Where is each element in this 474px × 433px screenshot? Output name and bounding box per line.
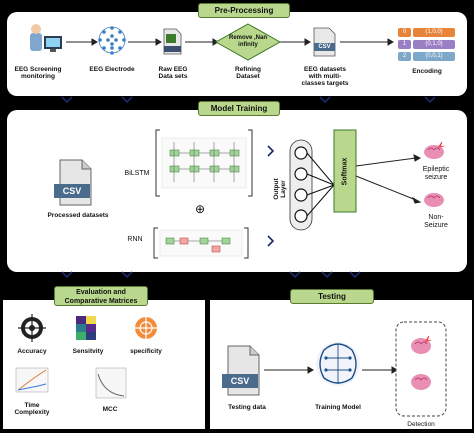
step-label-targets: EEG datasets with multi- classes targets: [301, 66, 349, 87]
training-banner: Model Training: [198, 101, 280, 116]
target-icon: [18, 314, 46, 342]
ai-brain-chip-icon: [316, 342, 360, 386]
output-layer-icon: [289, 139, 335, 231]
preprocessing-arrows: [66, 38, 394, 46]
training-chevrons: [267, 145, 275, 247]
rnn-label: RNN: [127, 236, 143, 243]
model-brackets: [153, 129, 253, 259]
metric-time-complexity-label: Time Complexity: [14, 402, 50, 416]
step-label-encoding: Encoding: [412, 68, 442, 75]
electrode-globe-icon: [98, 26, 126, 55]
encoding-value-0: (1,0,0): [413, 28, 455, 37]
metric-mcc-label: MCC: [102, 406, 118, 413]
target-csv-file-icon: [313, 27, 336, 57]
crosshair-icon: [133, 315, 159, 341]
brain-seizure-icon: [424, 141, 445, 159]
training-down-chevrons: [61, 271, 361, 279]
encoding-table: 0 (1,0,0) 1 (0,1,0) 2 (0,0,1): [398, 28, 456, 66]
step-label-raw-data: Raw EEG Data sets: [158, 66, 188, 80]
testing-csv-icon: [222, 345, 260, 396]
preprocessing-down-chevrons: [61, 96, 436, 104]
metric-specificity-label: specificity: [130, 348, 162, 355]
metric-sensitivity-label: Sensitvity: [72, 348, 104, 355]
training-model-label: Training Model: [315, 404, 361, 411]
encoding-index-1: 1: [398, 40, 411, 49]
processed-datasets-label: Processed datasets: [47, 212, 109, 219]
step-label-refining: Refining Dataset: [235, 66, 261, 80]
diamond-text: Remove ,Nan infinity: [228, 35, 267, 48]
detection-seizure-brain-icon: [411, 335, 432, 354]
rnn-diagram-icon: [159, 229, 243, 257]
testing-csv-text: CSV: [230, 376, 250, 386]
detection-box: [395, 321, 447, 417]
encoding-index-2: 2: [398, 52, 411, 61]
detection-label: Detection: [407, 421, 435, 428]
brain-normal-icon: [424, 193, 444, 207]
testing-data-label: Testing data: [228, 404, 266, 411]
preprocessing-banner: Pre-Processing: [198, 3, 290, 18]
evaluation-banner: Evaluation and Comparative Matrices: [54, 286, 148, 306]
csv-text: CSV: [318, 44, 331, 50]
doctor-monitor-icon: [30, 24, 62, 52]
testing-arrows: [264, 366, 398, 374]
bilstm-diagram-icon: [161, 137, 247, 189]
step-label-screening: EEG Screening monitoring: [14, 66, 62, 80]
refining-diamond-icon: [214, 23, 282, 61]
raw-csv-file-icon: [163, 28, 182, 55]
step-label-electrode: EEG Electrode: [89, 66, 135, 73]
output-non-seizure-label: Non- Seizure: [424, 214, 448, 229]
time-plot-icon: [15, 367, 49, 393]
softmax-arrows: [355, 154, 422, 204]
encoding-index-0: 0: [398, 28, 411, 37]
detection-normal-brain-icon: [411, 374, 431, 390]
heatmap-icon: [76, 316, 96, 340]
output-epileptic-label: Epileptic seizure: [422, 166, 450, 181]
metric-accuracy-label: Accuracy: [17, 348, 47, 355]
plus-symbol: ⊕: [194, 202, 206, 216]
processed-csv-icon: [54, 159, 92, 206]
softmax-block: [333, 129, 357, 213]
encoding-value-1: (0,1,0): [413, 40, 455, 49]
testing-banner: Testing: [290, 289, 374, 304]
processed-csv-text: CSV: [62, 186, 82, 196]
bilstm-label: BiLSTM: [124, 170, 150, 177]
mcc-curve-icon: [95, 367, 127, 399]
encoding-value-2: (0,0,1): [413, 52, 455, 61]
